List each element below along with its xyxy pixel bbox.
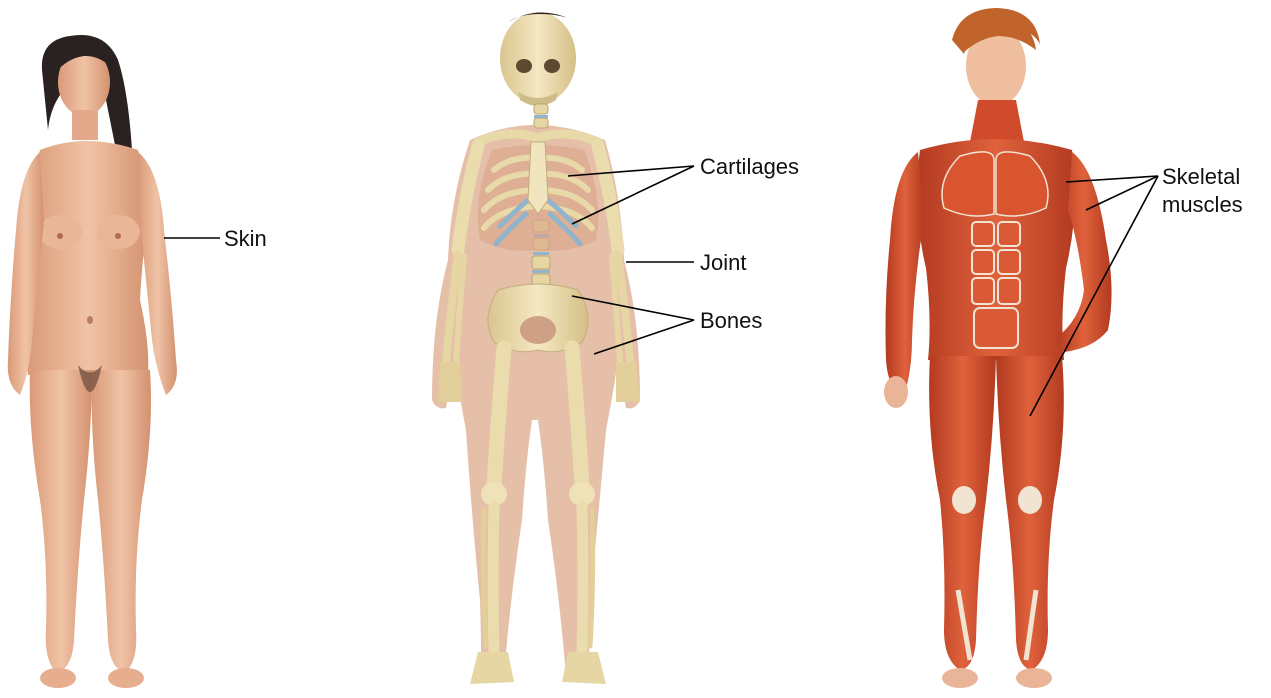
- skeleton-figure: [432, 12, 640, 684]
- skin-figure: [8, 35, 177, 688]
- label-muscles: muscles: [1162, 192, 1243, 218]
- label-skeletal: Skeletal: [1162, 164, 1240, 190]
- muscle-figure: [884, 8, 1112, 688]
- leader-muscle-2: [1086, 176, 1158, 210]
- label-skin: Skin: [224, 226, 267, 252]
- label-cartilages: Cartilages: [700, 154, 799, 180]
- label-bones: Bones: [700, 308, 762, 334]
- label-joint: Joint: [700, 250, 746, 276]
